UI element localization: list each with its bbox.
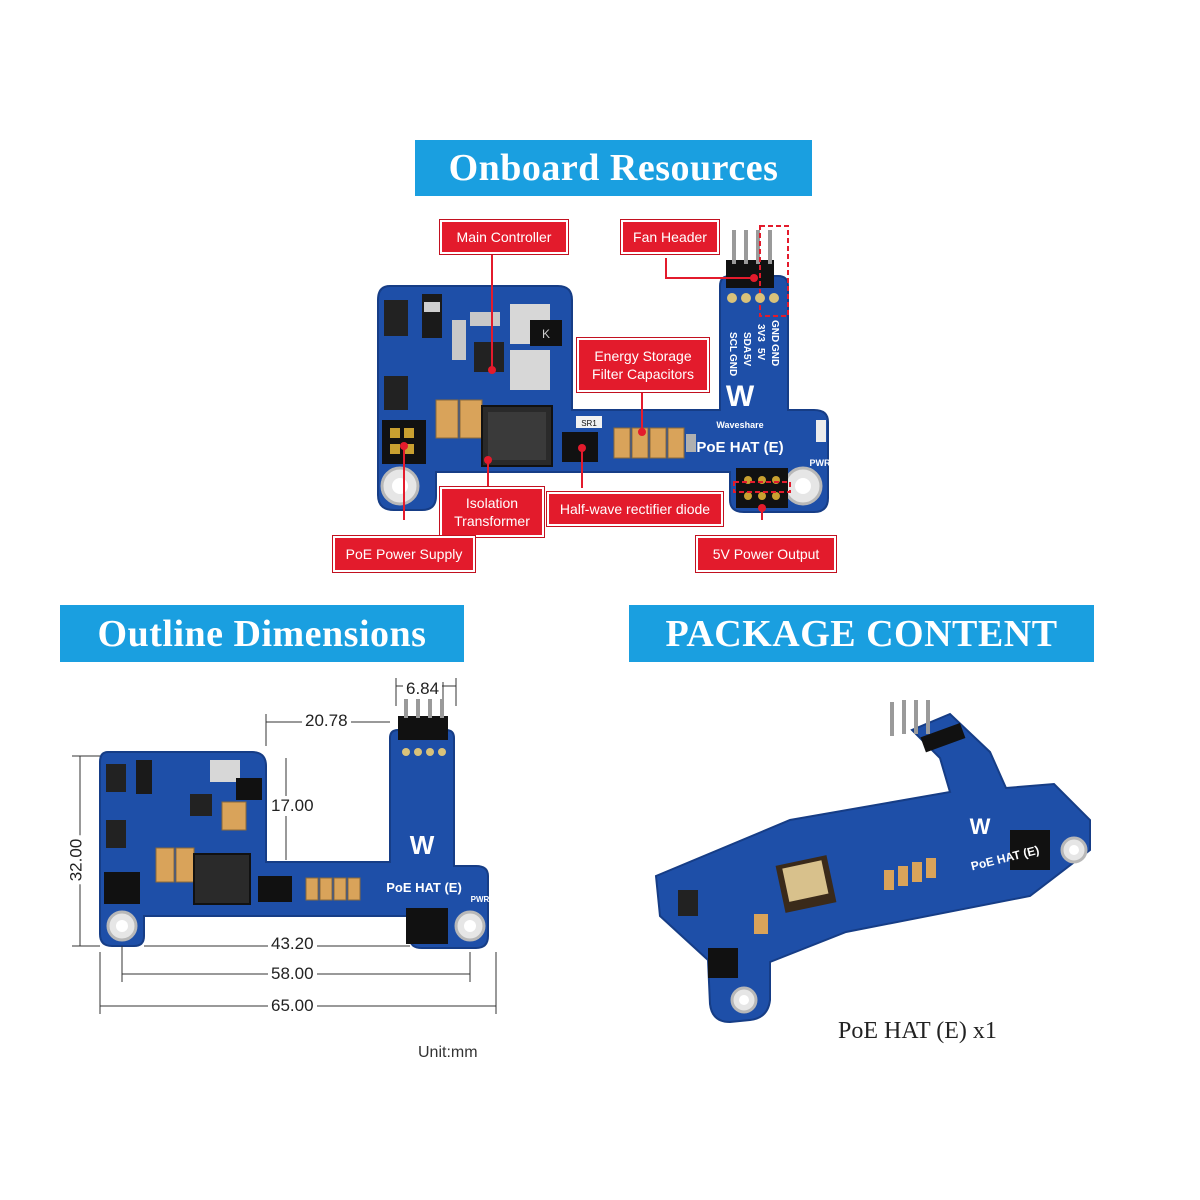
callout-main-controller: Main Controller: [440, 220, 568, 254]
pin-label-scl: SCL: [727, 332, 738, 352]
unit-label: Unit:mm: [418, 1044, 478, 1061]
onboard-resources-title: Onboard Resources: [448, 147, 779, 189]
board-model: PoE HAT (E): [696, 439, 783, 456]
outline-dimension-drawing: W PoE HAT (E) PWR: [72, 678, 497, 1014]
package-content-banner: PACKAGE CONTENT: [629, 605, 1094, 662]
pin-label-sda: SDA: [741, 332, 752, 353]
outline-dimensions-banner: Outline Dimensions: [60, 605, 464, 662]
dim-17-00: 17.00: [268, 796, 317, 816]
dim-20-78: 20.78: [302, 711, 351, 731]
package-item-caption: PoE HAT (E) x1: [838, 1018, 997, 1044]
pin-label-gnd-a: GND: [769, 320, 780, 342]
svg-text:K: K: [542, 327, 550, 341]
pin-label-5v-b: 5V: [755, 348, 766, 361]
callout-poe-power-supply: PoE Power Supply: [333, 536, 475, 572]
callout-isolation-line2: Transformer: [454, 513, 530, 529]
callout-fan-header: Fan Header: [621, 220, 719, 254]
outline-dimensions-title: Outline Dimensions: [97, 612, 427, 655]
callout-energy-storage-line2: Filter Capacitors: [592, 366, 694, 382]
callout-poe-supply-text: PoE Power Supply: [345, 546, 463, 562]
outline-board-model: PoE HAT (E): [386, 880, 462, 895]
package-board-photo: W PoE HAT (E): [654, 700, 1091, 1024]
pwr-label: PWR: [810, 458, 831, 468]
pin-label-gnd-b: GND: [769, 344, 780, 366]
board-top-view: K SR1 SCL GND SDA 5V 3V3 5V GND GND W Wa…: [377, 225, 831, 520]
dim-6-84: 6.84: [403, 679, 443, 699]
package-content-title: PACKAGE CONTENT: [665, 612, 1058, 655]
callout-rectifier-diode: Half-wave rectifier diode: [547, 492, 723, 526]
waveshare-logo-icon: W: [726, 380, 755, 413]
package-waveshare-logo-icon: W: [970, 814, 991, 839]
callout-main-controller-text: Main Controller: [456, 229, 552, 245]
callout-power-output-text: 5V Power Output: [712, 546, 820, 562]
callout-energy-storage: Energy Storage Filter Capacitors: [577, 338, 709, 392]
callout-rectifier-text: Half-wave rectifier diode: [559, 501, 711, 517]
pin-label-3v3: 3V3: [755, 324, 766, 342]
sr1-label: SR1: [581, 419, 597, 428]
outline-pwr-label: PWR: [471, 895, 490, 904]
dim-65-00: 65.00: [268, 996, 317, 1016]
callout-fan-header-text: Fan Header: [633, 229, 707, 245]
pin-label-5v-a: 5V: [741, 354, 752, 367]
callout-energy-storage-line1: Energy Storage: [594, 348, 692, 364]
callout-isolation-transformer: Isolation Transformer: [440, 487, 544, 537]
callout-isolation-line1: Isolation: [465, 495, 519, 511]
dim-32-00: 32.00: [66, 835, 87, 885]
callout-5v-power-output: 5V Power Output: [696, 536, 836, 572]
outline-waveshare-logo-icon: W: [410, 830, 435, 860]
pin-label-gnd-left: GND: [727, 354, 738, 376]
waveshare-brand: Waveshare: [716, 420, 763, 430]
dim-58-00: 58.00: [268, 964, 317, 984]
onboard-resources-banner: Onboard Resources: [415, 140, 812, 196]
dim-43-20: 43.20: [268, 934, 317, 954]
